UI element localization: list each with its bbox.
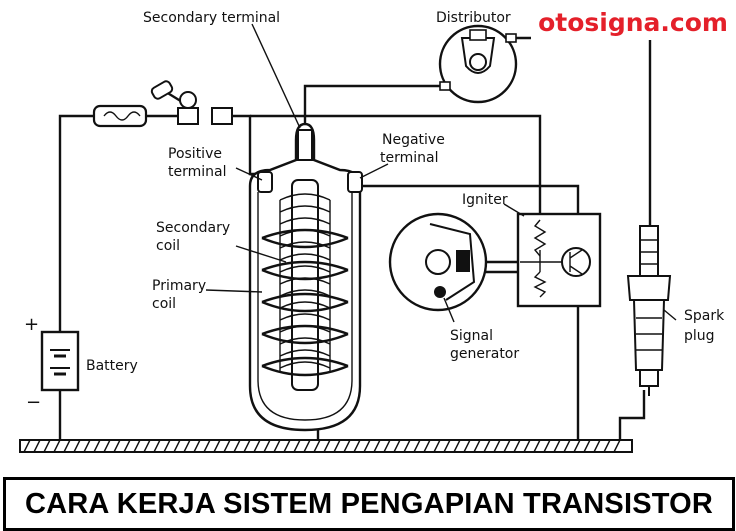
label-spark-plug-line1: Spark bbox=[684, 308, 725, 324]
label-battery: Battery bbox=[86, 358, 138, 374]
label-signal-generator-line2: generator bbox=[450, 346, 519, 362]
leader-lines bbox=[205, 23, 677, 323]
label-primary-coil-line1: Primary bbox=[152, 278, 206, 294]
label-secondary-coil-line1: Secondary bbox=[156, 220, 230, 236]
spark-plug-icon bbox=[626, 225, 672, 396]
label-secondary-terminal: Secondary terminal bbox=[143, 10, 280, 26]
label-distributor: Distributor bbox=[436, 10, 511, 26]
label-positive-terminal-line2: terminal bbox=[168, 164, 226, 180]
label-battery-plus: + bbox=[24, 314, 39, 335]
label-negative-terminal-line2: terminal bbox=[380, 150, 438, 166]
ground-icon bbox=[19, 439, 633, 453]
ignition-coil-icon bbox=[248, 122, 363, 432]
label-positive-terminal-line1: Positive bbox=[168, 146, 222, 162]
watermark-text: otosigna.com bbox=[531, 6, 735, 40]
label-primary-coil-line2: coil bbox=[152, 296, 176, 312]
label-battery-minus: − bbox=[26, 392, 41, 413]
fuse-icon bbox=[92, 104, 148, 128]
ignition-switch-icon bbox=[150, 80, 233, 125]
caption-title: CARA KERJA SISTEM PENGAPIAN TRANSISTOR bbox=[3, 477, 735, 531]
distributor-icon bbox=[438, 24, 518, 104]
label-spark-plug-line2: plug bbox=[684, 328, 715, 344]
label-igniter: Igniter bbox=[462, 192, 508, 208]
igniter-icon bbox=[516, 212, 602, 308]
label-secondary-coil-line2: coil bbox=[156, 238, 180, 254]
label-signal-generator-line1: Signal bbox=[450, 328, 493, 344]
signal-generator-icon bbox=[388, 212, 488, 312]
label-negative-terminal-line1: Negative bbox=[382, 132, 445, 148]
battery-icon bbox=[40, 330, 80, 392]
